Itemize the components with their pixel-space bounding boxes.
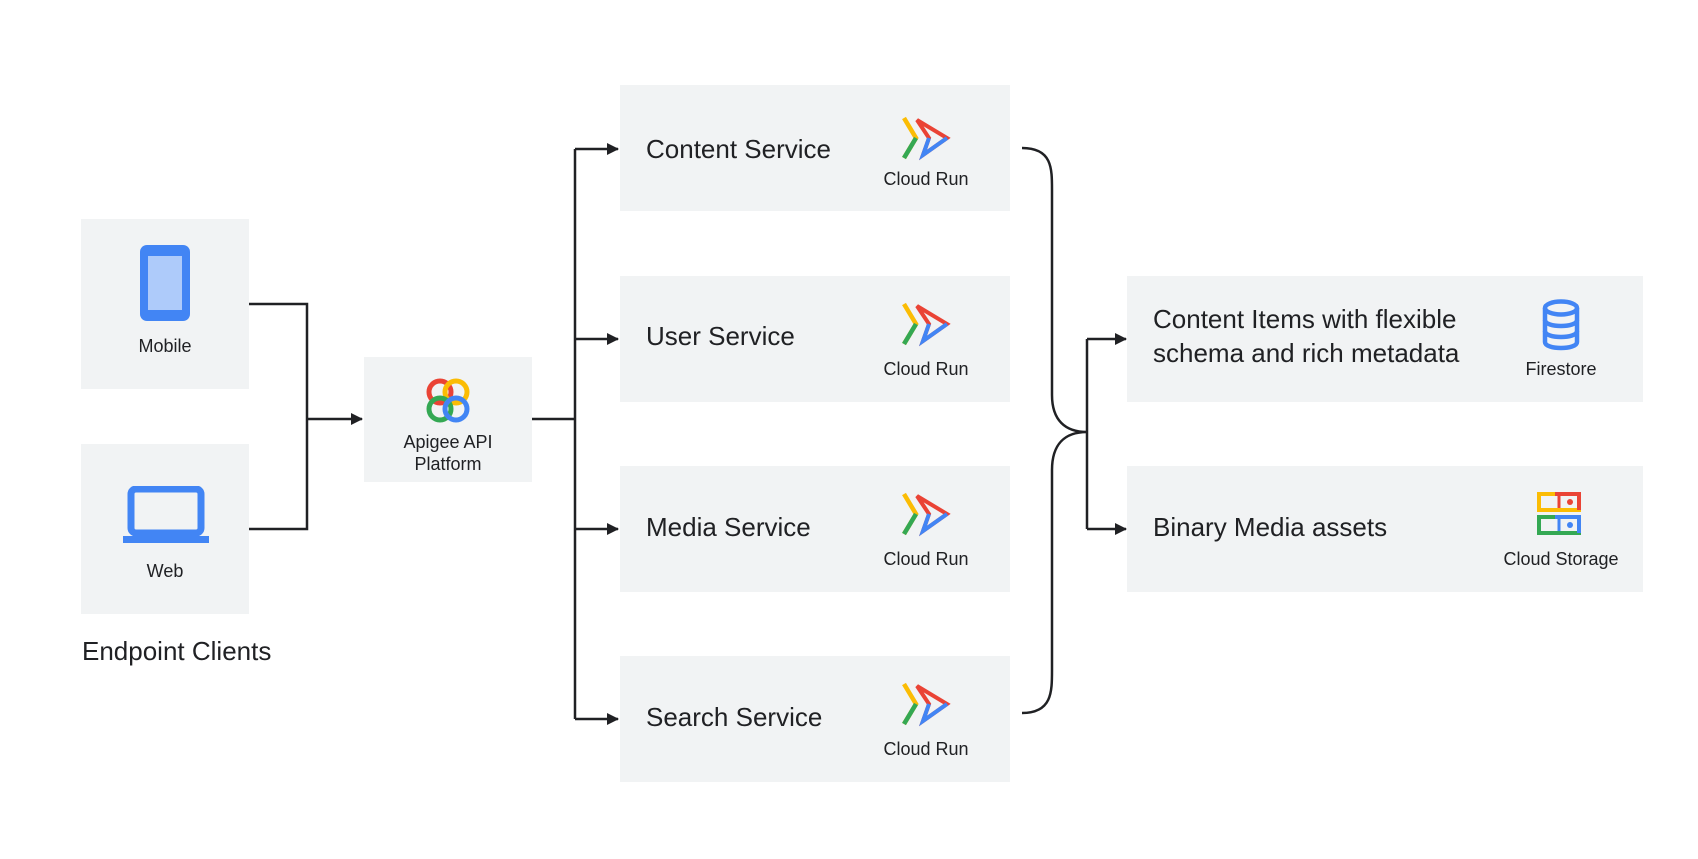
cloud-run-icon (902, 302, 951, 347)
cloud-storage-bucket-icon (1537, 492, 1581, 535)
media-service-box: Media Service Cloud Run (620, 466, 1010, 592)
cloud-storage-box: Binary Media assets Cloud Storage (1127, 466, 1643, 592)
web-connector (249, 419, 309, 531)
mobile-label: Mobile (138, 336, 192, 356)
search-service-platform: Cloud Run (883, 739, 969, 759)
media-service-label: Media Service (646, 512, 811, 542)
firestore-platform-label: Firestore (1525, 359, 1597, 379)
apigee-box: Apigee API Platform (364, 357, 532, 482)
mobile-connector (249, 302, 309, 419)
search-service-label: Search Service (646, 702, 823, 732)
user-service-label: User Service (646, 321, 795, 351)
user-service-platform: Cloud Run (883, 359, 969, 379)
user-service-box: User Service Cloud Run (620, 276, 1010, 402)
firestore-description-line1: Content Items with flexible (1153, 304, 1457, 334)
laptop-icon (123, 486, 209, 543)
content-service-label: Content Service (646, 134, 831, 164)
apigee-icon (426, 378, 470, 423)
search-service-box: Search Service Cloud Run (620, 656, 1010, 782)
firestore-box: Content Items with flexible schema and r… (1127, 276, 1643, 402)
cloud-storage-description: Binary Media assets (1153, 512, 1388, 542)
mobile-phone-icon (140, 245, 190, 321)
media-service-platform: Cloud Run (883, 549, 969, 569)
content-service-box: Content Service Cloud Run (620, 85, 1010, 211)
firestore-database-icon (1542, 299, 1580, 351)
apigee-label-line2: Platform (414, 454, 482, 474)
cloud-run-icon (902, 492, 951, 537)
services-brace (1021, 146, 1088, 715)
mobile-client-box: Mobile (81, 219, 249, 389)
cloud-storage-platform-label: Cloud Storage (1503, 549, 1619, 569)
apigee-label-line1: Apigee API (403, 432, 493, 452)
content-service-platform: Cloud Run (883, 169, 969, 189)
endpoint-clients-label: Endpoint Clients (82, 636, 272, 666)
cloud-run-icon (902, 682, 951, 727)
firestore-description-line2: schema and rich metadata (1153, 338, 1460, 368)
cloud-run-icon (902, 116, 951, 161)
web-label: Web (146, 561, 184, 581)
web-client-box: Web (81, 444, 249, 614)
